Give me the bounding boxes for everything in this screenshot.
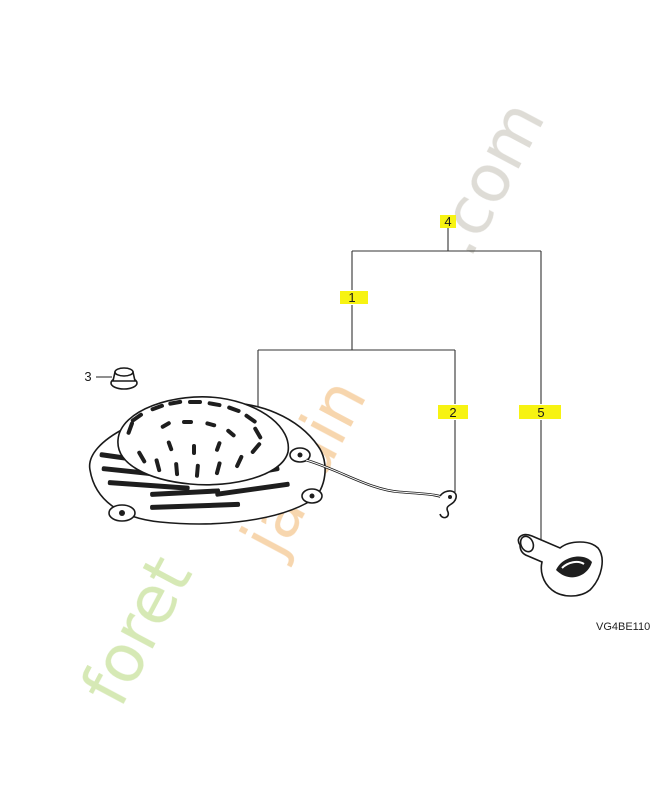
watermark-logo: foret jardin .com (66, 88, 560, 717)
callout-3: 3 (84, 369, 91, 384)
svg-text:foret: foret (66, 544, 207, 718)
figure-code: VG4BE110 (596, 621, 650, 633)
callout-1-label: 1 (348, 290, 355, 305)
starter-rope-part (305, 458, 457, 519)
leader-lines (96, 228, 542, 540)
starter-grip-part (517, 533, 603, 597)
flange-nut-part (110, 367, 138, 390)
callout-3-label: 3 (84, 369, 91, 384)
callout-4: 4 (440, 214, 456, 229)
recoil-starter-housing-part (89, 396, 326, 525)
callout-2: 2 (438, 405, 468, 420)
callout-5-label: 5 (537, 405, 544, 420)
svg-text:.com: .com (416, 88, 560, 267)
callout-5: 5 (519, 405, 561, 420)
callout-2-label: 2 (449, 405, 456, 420)
callout-1: 1 (340, 290, 368, 305)
callout-4-label: 4 (444, 214, 451, 229)
